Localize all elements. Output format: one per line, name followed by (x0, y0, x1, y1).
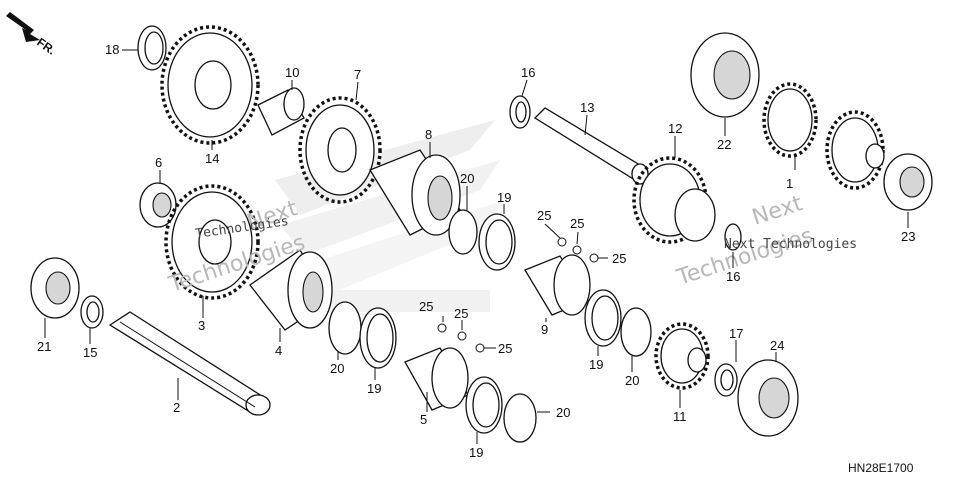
label-part-20-c: 20 (556, 405, 570, 420)
part-mainshaft-2[interactable] (108, 311, 271, 416)
part-number-labels: 1 2 3 4 5 6 7 8 9 10 11 12 13 14 15 16 1… (37, 42, 915, 460)
front-direction-label: FR. (34, 35, 58, 58)
part-washer-17[interactable] (714, 363, 738, 397)
part-needle-bearing-5[interactable] (404, 347, 469, 411)
label-part-20-b: 20 (330, 361, 344, 376)
label-part-15: 15 (83, 345, 97, 360)
part-circlip-20c[interactable] (503, 393, 537, 443)
label-part-25-b: 25 (454, 306, 468, 321)
label-part-5: 5 (420, 412, 427, 427)
part-ball-25-group-a[interactable] (437, 323, 485, 353)
part-bushing-19a[interactable] (359, 307, 397, 369)
label-part-19-b: 19 (367, 381, 381, 396)
part-circlip-20a[interactable] (328, 301, 362, 355)
part-washer-16b[interactable] (724, 223, 742, 251)
label-part-20-d: 20 (625, 373, 639, 388)
part-gear-8[interactable] (369, 149, 461, 236)
part-gear-cluster-1[interactable] (762, 82, 885, 190)
label-part-25-d: 25 (537, 208, 551, 223)
part-gear-11[interactable] (654, 322, 710, 390)
label-part-21: 21 (37, 339, 51, 354)
diagram-code: HN28E1700 (848, 461, 914, 475)
part-washer-16a[interactable] (509, 95, 531, 129)
label-part-23: 23 (901, 229, 915, 244)
label-part-7: 7 (354, 67, 361, 82)
label-part-18: 18 (105, 42, 119, 57)
label-part-12: 12 (668, 121, 682, 136)
part-countershaft-13[interactable] (533, 107, 649, 185)
label-part-3: 3 (198, 318, 205, 333)
label-part-14: 14 (205, 151, 219, 166)
part-bushing-19b[interactable] (478, 213, 516, 271)
label-part-17: 17 (729, 326, 743, 341)
part-gear-12[interactable] (632, 156, 716, 244)
label-part-4: 4 (275, 343, 282, 358)
label-part-25-a: 25 (419, 299, 433, 314)
part-needle-bearing-9[interactable] (524, 254, 591, 316)
part-bearing-6[interactable] (139, 182, 177, 228)
part-bearing-22[interactable] (690, 32, 760, 118)
label-part-8: 8 (425, 127, 432, 142)
part-gear-14[interactable] (160, 25, 260, 145)
part-bearing-23[interactable] (883, 153, 933, 211)
part-bushing-19c[interactable] (465, 376, 503, 434)
part-bearing-24[interactable] (737, 359, 799, 437)
front-direction-arrow: FR. (6, 12, 58, 58)
label-part-1: 1 (786, 176, 793, 191)
label-part-19-d: 19 (589, 357, 603, 372)
watermark-next-technologies-small: Next Technologies (724, 237, 857, 252)
label-part-25-f: 25 (612, 251, 626, 266)
part-collar-10[interactable] (257, 87, 305, 136)
label-part-6: 6 (155, 155, 162, 170)
label-part-9: 9 (541, 322, 548, 337)
part-gear-3[interactable] (164, 184, 260, 300)
watermark-next-right: Next (749, 191, 806, 231)
label-part-16-top: 16 (521, 65, 535, 80)
leader-lines (44, 49, 909, 444)
part-circlip-20d[interactable] (620, 307, 652, 357)
part-bushing-19d[interactable] (584, 289, 622, 347)
part-washer-15[interactable] (80, 295, 104, 329)
part-washer-18[interactable] (137, 25, 167, 71)
label-part-13: 13 (580, 100, 594, 115)
label-part-25-c: 25 (498, 341, 512, 356)
label-part-2: 2 (173, 400, 180, 415)
part-bearing-21[interactable] (30, 257, 80, 319)
part-gear-7[interactable] (298, 96, 382, 204)
label-part-11: 11 (673, 409, 687, 424)
label-part-19-a: 19 (497, 190, 511, 205)
label-part-24: 24 (770, 338, 784, 353)
label-part-25-e: 25 (570, 216, 584, 231)
label-part-19-c: 19 (469, 445, 483, 460)
label-part-16-bottom: 16 (726, 269, 740, 284)
part-circlip-20b[interactable] (448, 209, 478, 255)
label-part-10: 10 (285, 65, 299, 80)
part-ball-25-group-b[interactable] (557, 237, 599, 263)
part-gear-4[interactable] (249, 249, 333, 331)
label-part-22: 22 (717, 137, 731, 152)
label-part-20-a: 20 (460, 171, 474, 186)
